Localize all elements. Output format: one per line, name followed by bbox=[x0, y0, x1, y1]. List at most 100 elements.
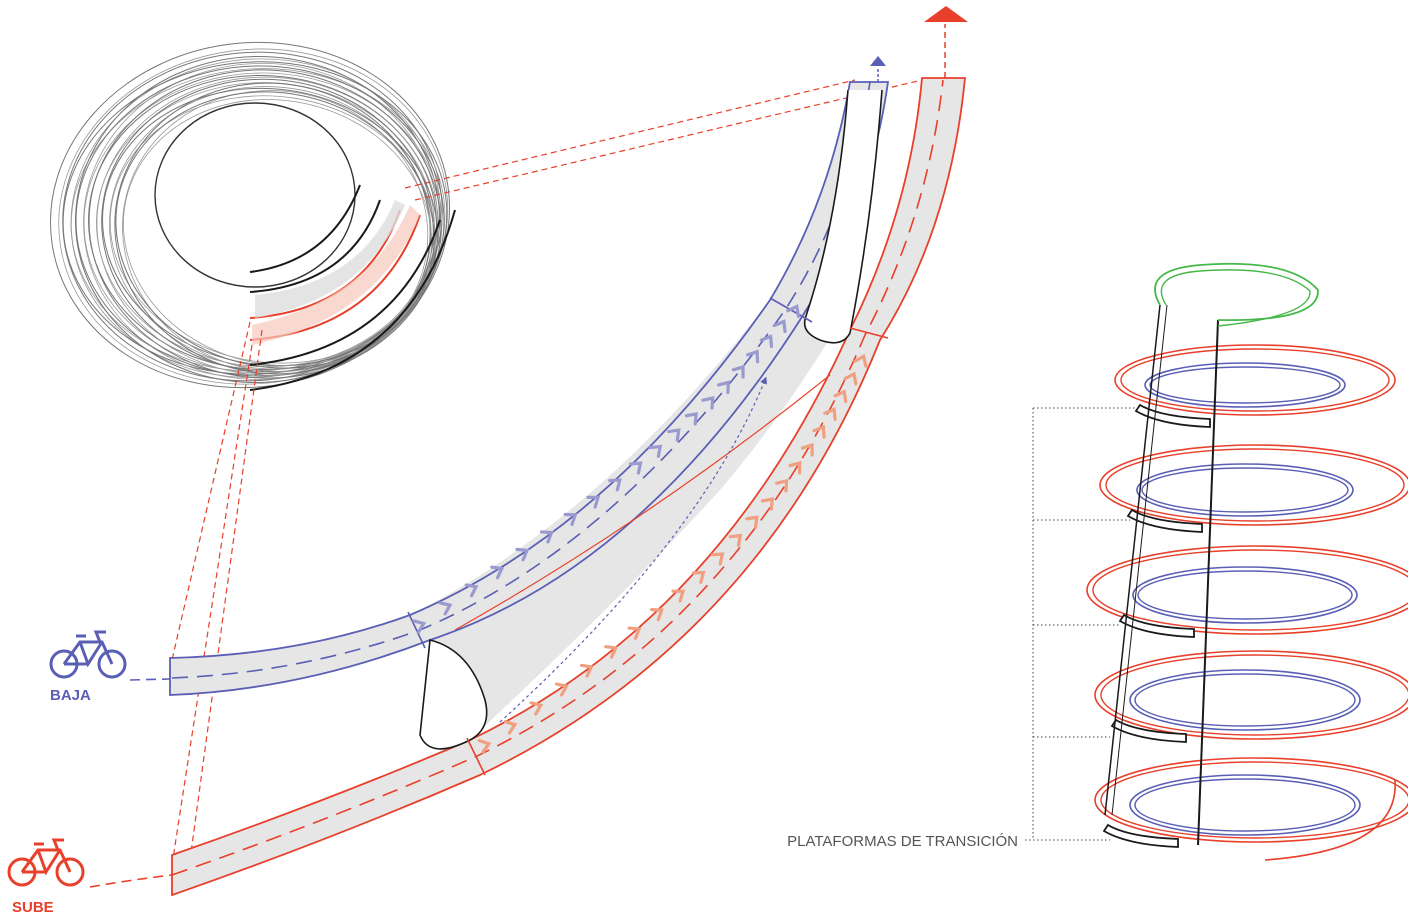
helix-down-ring bbox=[1137, 570, 1353, 620]
direction-chevron bbox=[788, 460, 802, 475]
down-direction-chevrons bbox=[412, 304, 801, 634]
helix-up-ring bbox=[1105, 448, 1405, 522]
down-exit-arrow bbox=[870, 56, 886, 82]
helix-up-ring bbox=[1086, 545, 1408, 635]
direction-chevron bbox=[490, 565, 505, 580]
projection-line bbox=[171, 321, 251, 661]
direction-chevron bbox=[563, 512, 578, 526]
direction-chevron bbox=[728, 533, 743, 548]
up-approach-dash bbox=[89, 874, 173, 888]
helix-top-ring bbox=[1160, 269, 1311, 327]
direction-chevron bbox=[710, 552, 725, 566]
sketch-lane-edge bbox=[249, 219, 441, 366]
direction-chevron bbox=[650, 607, 664, 622]
sketch-ring bbox=[75, 65, 445, 377]
helix-up-ring bbox=[1100, 654, 1408, 736]
bike-frame bbox=[20, 838, 72, 876]
direction-chevron bbox=[671, 589, 686, 603]
direction-chevron bbox=[823, 407, 837, 421]
sketch-ring bbox=[70, 68, 446, 372]
helix-down-ring bbox=[1129, 669, 1361, 731]
up-lane-centerline bbox=[171, 79, 944, 876]
down-lane-centerline bbox=[171, 81, 871, 679]
bike-wheel bbox=[97, 649, 127, 679]
up-lane bbox=[171, 77, 966, 897]
direction-chevron bbox=[800, 442, 814, 457]
helix-diagram bbox=[1086, 262, 1408, 861]
sketch-ring bbox=[114, 82, 431, 375]
helix-up-ring bbox=[1092, 549, 1408, 631]
direction-chevron bbox=[438, 601, 453, 616]
transition-platform bbox=[1126, 508, 1203, 533]
ramp-plan-sketch bbox=[50, 41, 456, 391]
up-exit-arrow bbox=[924, 6, 968, 78]
lane-divider bbox=[466, 737, 486, 776]
helix-top-ring bbox=[1154, 262, 1319, 321]
sketch-ring bbox=[109, 95, 436, 364]
lane-gap-upper-hole bbox=[803, 89, 883, 344]
helix-up-ring bbox=[1094, 650, 1408, 740]
direction-chevron bbox=[843, 371, 858, 386]
sketch-highlight bbox=[252, 205, 420, 345]
direction-chevron bbox=[746, 349, 760, 364]
transition-platform bbox=[1102, 823, 1179, 848]
helix-up-ring bbox=[1100, 761, 1408, 839]
lane-gap-lower bbox=[419, 639, 488, 750]
direction-chevron bbox=[412, 619, 427, 634]
direction-chevron bbox=[773, 319, 787, 334]
direction-chevron bbox=[503, 720, 518, 735]
sketch-lane-edge bbox=[249, 199, 381, 293]
projection-lines bbox=[171, 79, 923, 866]
helix-up-ring bbox=[1094, 757, 1408, 843]
helix-post bbox=[1197, 319, 1219, 846]
platforms-label: PLATAFORMAS DE TRANSICIÓN bbox=[787, 833, 1018, 850]
sketch-ring bbox=[115, 91, 435, 369]
projection-line bbox=[171, 344, 253, 866]
helix-down-ring bbox=[1136, 463, 1354, 517]
direction-chevron bbox=[464, 583, 479, 598]
direction-chevron bbox=[628, 461, 643, 475]
transition-platform bbox=[1110, 718, 1187, 743]
direction-chevron bbox=[833, 389, 848, 404]
sketch-lane-edge bbox=[249, 209, 456, 391]
direction-chevron bbox=[648, 444, 663, 458]
direction-chevron bbox=[604, 645, 618, 659]
direction-chevron bbox=[716, 380, 730, 395]
sketch-ring bbox=[88, 69, 442, 379]
sketch-ring-core bbox=[154, 102, 356, 288]
direction-chevron bbox=[667, 428, 681, 442]
bike-wheel bbox=[55, 857, 85, 887]
helix-down-ring bbox=[1144, 362, 1346, 408]
sube-bicycle-icon bbox=[7, 838, 85, 887]
up-exit-arrowhead bbox=[924, 6, 968, 22]
helix-up-ring bbox=[1114, 344, 1396, 416]
direction-chevron bbox=[775, 478, 789, 493]
direction-chevron bbox=[760, 497, 775, 511]
projection-line bbox=[189, 329, 263, 861]
down-transfer-line bbox=[499, 376, 767, 723]
direction-chevron bbox=[627, 626, 642, 640]
direction-chevron bbox=[539, 530, 554, 544]
direction-chevron bbox=[759, 334, 774, 349]
direction-chevron bbox=[812, 424, 826, 439]
helix-down-ring bbox=[1134, 778, 1356, 832]
helix-post bbox=[1111, 304, 1168, 816]
helix-down-ring bbox=[1141, 467, 1349, 513]
helix-up-ring bbox=[1099, 444, 1408, 526]
sketch-ring bbox=[96, 76, 440, 376]
helix-down-ring bbox=[1149, 366, 1341, 404]
baja-label: BAJA bbox=[50, 687, 91, 704]
helix-up-ring bbox=[1120, 348, 1390, 412]
sketch-ring bbox=[83, 62, 438, 380]
sketch-ring bbox=[50, 41, 450, 389]
helix-down-ring bbox=[1129, 774, 1361, 836]
down-approach-dash bbox=[129, 678, 171, 681]
direction-chevron bbox=[608, 478, 622, 492]
sketch-ring bbox=[122, 90, 429, 372]
direction-chevron bbox=[684, 411, 698, 426]
direction-chevron bbox=[586, 495, 601, 509]
direction-chevron bbox=[731, 364, 745, 379]
sketch-lane-edge bbox=[249, 184, 361, 273]
baja-bicycle-icon bbox=[49, 630, 127, 679]
